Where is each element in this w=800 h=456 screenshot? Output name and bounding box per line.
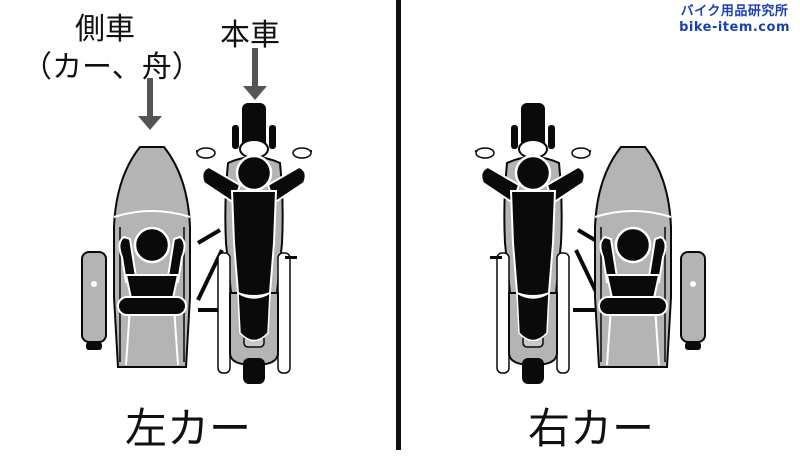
left-sidecar-caption: 左カー bbox=[125, 404, 252, 453]
main-bike-label: 本車 bbox=[220, 18, 280, 53]
motorcycle-topview-icon bbox=[194, 101, 314, 386]
panel-divider bbox=[396, 0, 401, 450]
sidecar-label: 側車 bbox=[75, 12, 135, 47]
brand-url: bike-item.com bbox=[679, 20, 790, 35]
sidecar-label-sub: （カー、舟） bbox=[22, 50, 202, 85]
brand-name: バイク用品研究所 bbox=[680, 4, 789, 19]
site-branding: バイク用品研究所 bike-item.com bbox=[679, 4, 790, 36]
right-sidecar-caption: 右カー bbox=[528, 404, 655, 453]
down-arrow-icon bbox=[138, 78, 162, 130]
motorcycle-topview-icon bbox=[473, 101, 593, 386]
down-arrow-icon bbox=[243, 48, 267, 100]
sidecar-topview-icon bbox=[593, 145, 673, 369]
sidecar-wheel-icon bbox=[680, 251, 706, 351]
sidecar-wheel-icon bbox=[81, 251, 107, 351]
sidecar-topview-icon bbox=[112, 145, 192, 369]
